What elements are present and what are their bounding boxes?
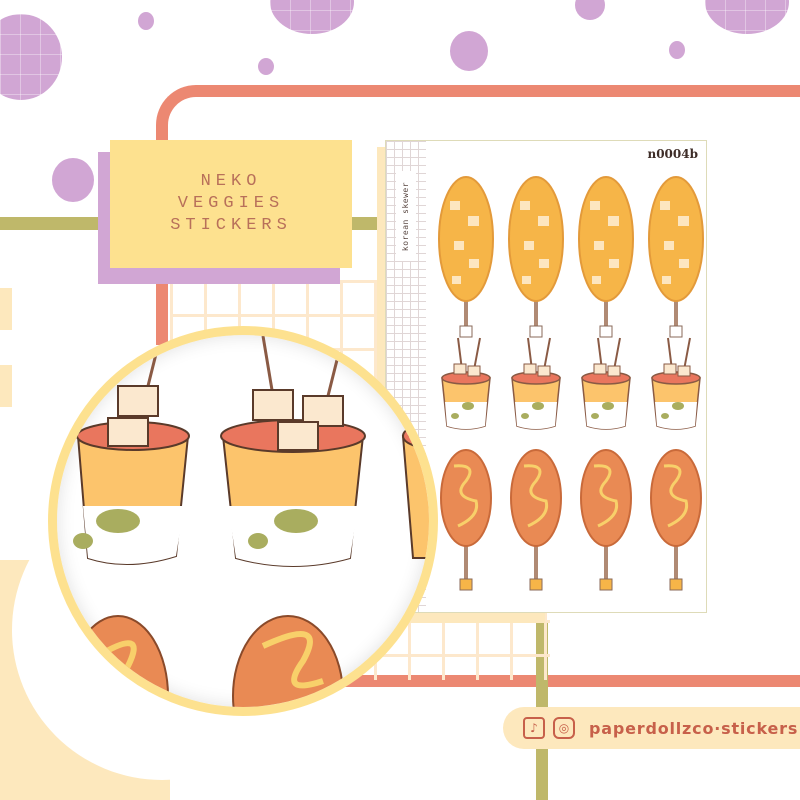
decor-pale-strip	[385, 613, 545, 623]
sticker-row-mustard-corndog	[440, 448, 703, 592]
sticker-sheet: korean skewer n0004b	[385, 140, 707, 613]
title-line-2: VEGGIES	[177, 194, 285, 213]
sticker-row-cheese-corndog	[438, 175, 705, 339]
social-handle-bar: ♪ ◎ paperdollzco·stickers	[503, 707, 800, 749]
magnified-cat-cups	[67, 335, 429, 707]
decor-olive-line	[0, 217, 120, 230]
tiktok-icon[interactable]: ♪	[523, 717, 545, 739]
social-handle-text: paperdollzco·stickers	[589, 718, 799, 738]
decor-dot	[575, 0, 605, 20]
decor-dot	[138, 12, 154, 30]
magnifier-detail	[48, 326, 438, 716]
decor-pale-block	[0, 288, 12, 330]
decor-pale-block	[0, 365, 12, 407]
decor-dot	[705, 0, 789, 34]
decor-dot	[258, 58, 274, 75]
sheet-side-label: korean skewer	[396, 171, 416, 261]
decor-dot	[450, 31, 488, 71]
title-card: NEKO VEGGIES STICKERS	[110, 140, 352, 268]
title-line-1: NEKO	[200, 172, 262, 191]
title-line-3: STICKERS	[170, 216, 292, 235]
decor-dot	[270, 0, 354, 34]
decor-dot	[0, 14, 62, 100]
instagram-icon[interactable]: ◎	[553, 717, 575, 739]
sticker-row-cat-cup	[441, 337, 701, 430]
decor-dot	[52, 158, 94, 202]
decor-dot	[669, 41, 685, 59]
sheet-code: n0004b	[647, 147, 698, 161]
